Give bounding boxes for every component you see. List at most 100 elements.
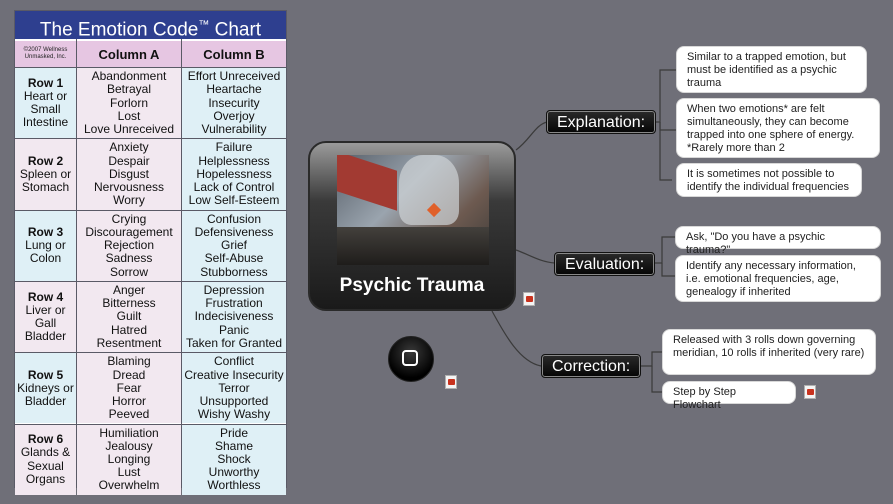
connector-topic-1 (653, 69, 676, 123)
round-node[interactable] (388, 336, 434, 382)
evaluation-topic-2[interactable]: Identify any necessary information, i.e.… (675, 255, 881, 302)
emotion-item: Pride (219, 425, 248, 440)
emotion-item: Sorrow (109, 264, 148, 279)
emotion-item: Lust (117, 465, 141, 480)
trauma-photo (337, 155, 489, 265)
emotion-item: Lack of Control (193, 180, 275, 195)
emotion-item: Confusion (206, 211, 262, 226)
emotion-item: Resentment (96, 335, 162, 350)
connector-correction (491, 310, 542, 367)
emotion-item: Unworthy (208, 465, 260, 480)
correction-topic-1[interactable]: Released with 3 rolls down governing mer… (662, 329, 876, 375)
row-organ: Heart or Small Intestine (22, 88, 69, 130)
emotion-item: Forlorn (109, 95, 148, 110)
emotion-item: Panic (218, 322, 250, 337)
row-divider (15, 138, 286, 140)
evaluation-topic-1[interactable]: Ask, "Do you have a psychic trauma?" (675, 226, 881, 256)
photo-smoke (399, 155, 459, 225)
emotion-item: Effort Unreceived (187, 69, 281, 84)
column-a-label: Column A (98, 46, 160, 62)
attachment-icon[interactable] (804, 385, 816, 399)
emotion-item: Guilt (116, 309, 142, 324)
emotion-item: Grief (220, 238, 247, 253)
emotion-item: Heartache (206, 82, 262, 97)
emotion-item: Betrayal (106, 82, 152, 97)
correction-topic-flowchart[interactable]: Step by Step Flowchart (662, 381, 796, 411)
emotion-item: Low Self-Esteem (188, 193, 280, 208)
emotion-item: Worthless (207, 478, 261, 493)
explanation-topic-3[interactable]: It is sometimes not possible to identify… (676, 163, 862, 197)
row-organ: Liver or Gall Bladder (24, 302, 67, 344)
emotion-item: Overjoy (213, 108, 255, 123)
row-organ: Kidneys or Bladder (17, 380, 74, 408)
emotion-item: Hatred (110, 322, 148, 337)
central-title: Psychic Trauma (339, 275, 485, 296)
connector-evaluation (515, 249, 556, 264)
emotion-item: Taken for Granted (185, 335, 283, 350)
emotion-item: Lost (117, 108, 141, 123)
row-name: Row 1 (27, 75, 64, 90)
column-divider (181, 39, 182, 487)
emotion-item: Fear (116, 380, 142, 395)
connector-explanation (515, 121, 548, 151)
emotion-item: Nervousness (93, 180, 165, 195)
emotion-item: Bitterness (102, 296, 156, 311)
explanation-topic-2[interactable]: When two emotions* are felt simultaneous… (676, 98, 880, 158)
emotion-item: Anxiety (109, 140, 149, 155)
central-topic[interactable]: Psychic Trauma (308, 141, 516, 311)
branch-correction[interactable]: Correction: (541, 354, 642, 378)
attachment-icon[interactable] (445, 375, 457, 389)
emotion-item: Crying (111, 211, 147, 226)
emotion-item: Humiliation (99, 425, 159, 440)
chart-title-text: The Emotion Code (39, 19, 199, 41)
copyright-cell: ©2007 Wellness Unmasked, Inc. (15, 41, 76, 67)
emotion-item: Helplessness (198, 153, 270, 168)
row-name: Row 2 (27, 153, 64, 168)
emotion-item: Defensiveness (194, 224, 274, 239)
emotion-item: Anger (112, 283, 146, 298)
row-name: Row 6 (27, 432, 64, 447)
emotion-item: Despair (108, 153, 150, 168)
attachment-icon[interactable] (523, 292, 535, 306)
row-name: Row 5 (27, 367, 64, 382)
emotion-item: Hopelessness (196, 166, 272, 181)
branch-explanation[interactable]: Explanation: (546, 110, 657, 134)
emotion-item: Worry (113, 193, 145, 208)
emotion-item: Creative Insecurity (184, 367, 284, 382)
rounded-square-icon (402, 350, 418, 366)
copyright-text: ©2007 Wellness Unmasked, Inc. (23, 47, 68, 60)
emotion-code-chart: The Emotion Code™ Chart ©2007 Wellness U… (14, 10, 287, 495)
emotion-item: Insecurity (208, 95, 260, 110)
explanation-topic-1[interactable]: Similar to a trapped emotion, but must b… (676, 46, 867, 93)
emotion-item: Longing (107, 452, 151, 467)
emotion-item: Jealousy (105, 438, 153, 453)
column-divider (76, 39, 77, 487)
emotion-item: Love Unreceived (83, 121, 175, 136)
chart-title-suffix: Chart (209, 19, 262, 41)
row-organ: Glands & Sexual Organs (20, 445, 71, 486)
trademark: ™ (198, 19, 210, 31)
row-divider (15, 209, 286, 211)
emotion-item: Peeved (108, 407, 150, 422)
photo-crowd (337, 227, 489, 265)
column-b-header: Column B (182, 41, 286, 67)
branch-evaluation[interactable]: Evaluation: (554, 252, 656, 276)
emotion-item: Frustration (205, 296, 263, 311)
row-divider (15, 352, 286, 354)
